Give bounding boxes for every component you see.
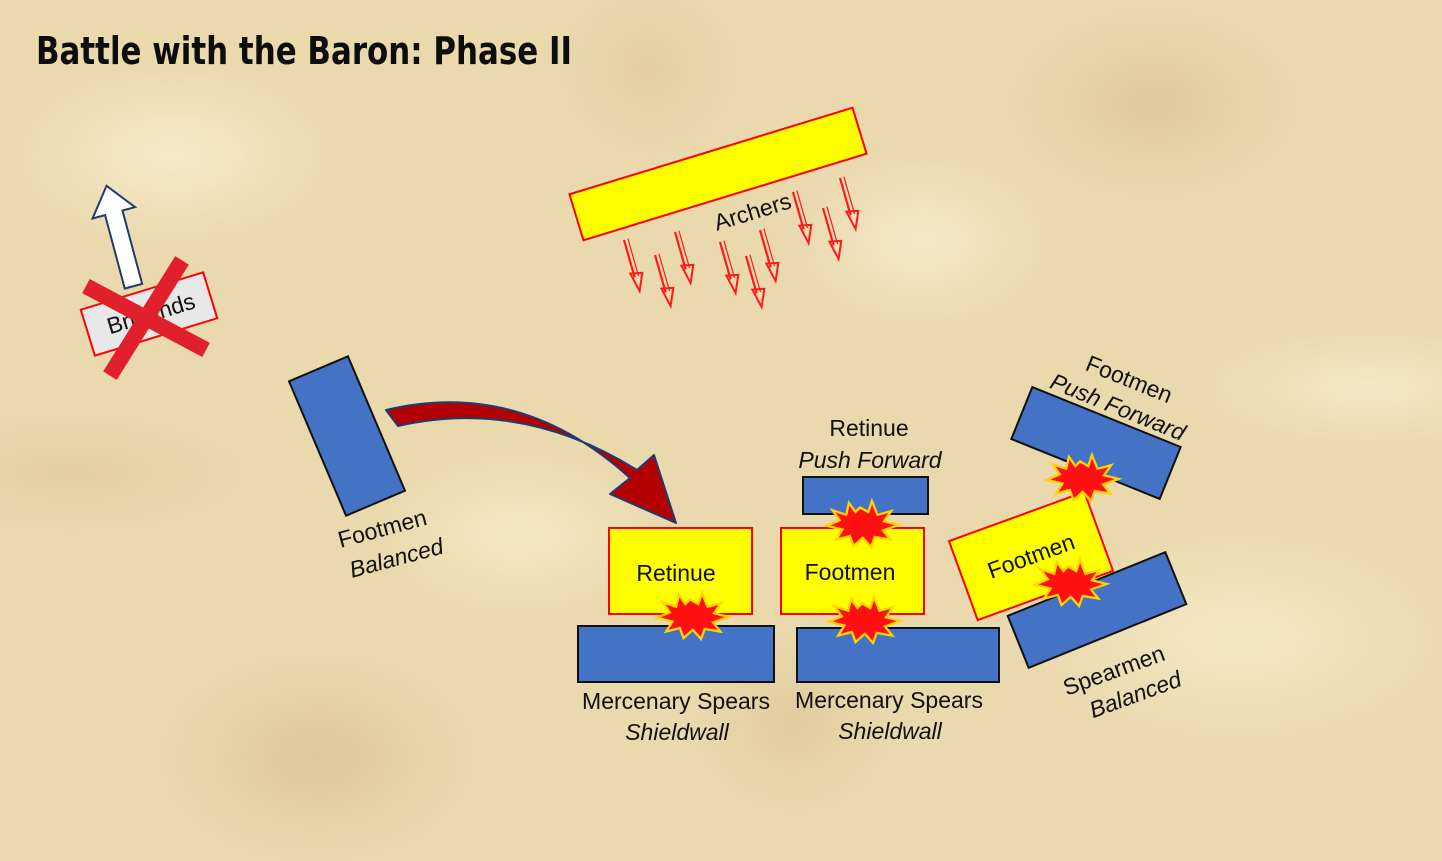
footmen-left-unit xyxy=(287,354,407,518)
mercenary-spears-left-stance: Shieldwall xyxy=(625,719,729,745)
mercenary-spears-left-unit: Mercenary Spears Shieldwall xyxy=(577,625,775,745)
retinue-top-stance: Push Forward xyxy=(798,447,942,473)
mercenary-spears-left-label: Mercenary Spears xyxy=(582,688,770,714)
mercenary-spears-right-label: Mercenary Spears xyxy=(795,687,983,713)
retreat-arrow-icon xyxy=(90,184,144,290)
enemy-retinue-label: Retinue xyxy=(636,560,715,586)
mercenary-spears-right-stance: Shieldwall xyxy=(838,718,942,744)
routed-cross-icon xyxy=(82,256,210,380)
move-arrow-icon xyxy=(385,401,677,524)
enemy-footmen-center-label: Footmen xyxy=(805,559,896,585)
archers-unit: Archers xyxy=(568,106,868,242)
retinue-top-label: Retinue xyxy=(829,415,908,441)
mercenary-spears-right-unit: Mercenary Spears Shieldwall xyxy=(795,627,1000,744)
retinue-top-unit: Retinue Push Forward xyxy=(798,415,943,515)
page-title: Battle with the Baron: Phase II xyxy=(36,29,572,73)
